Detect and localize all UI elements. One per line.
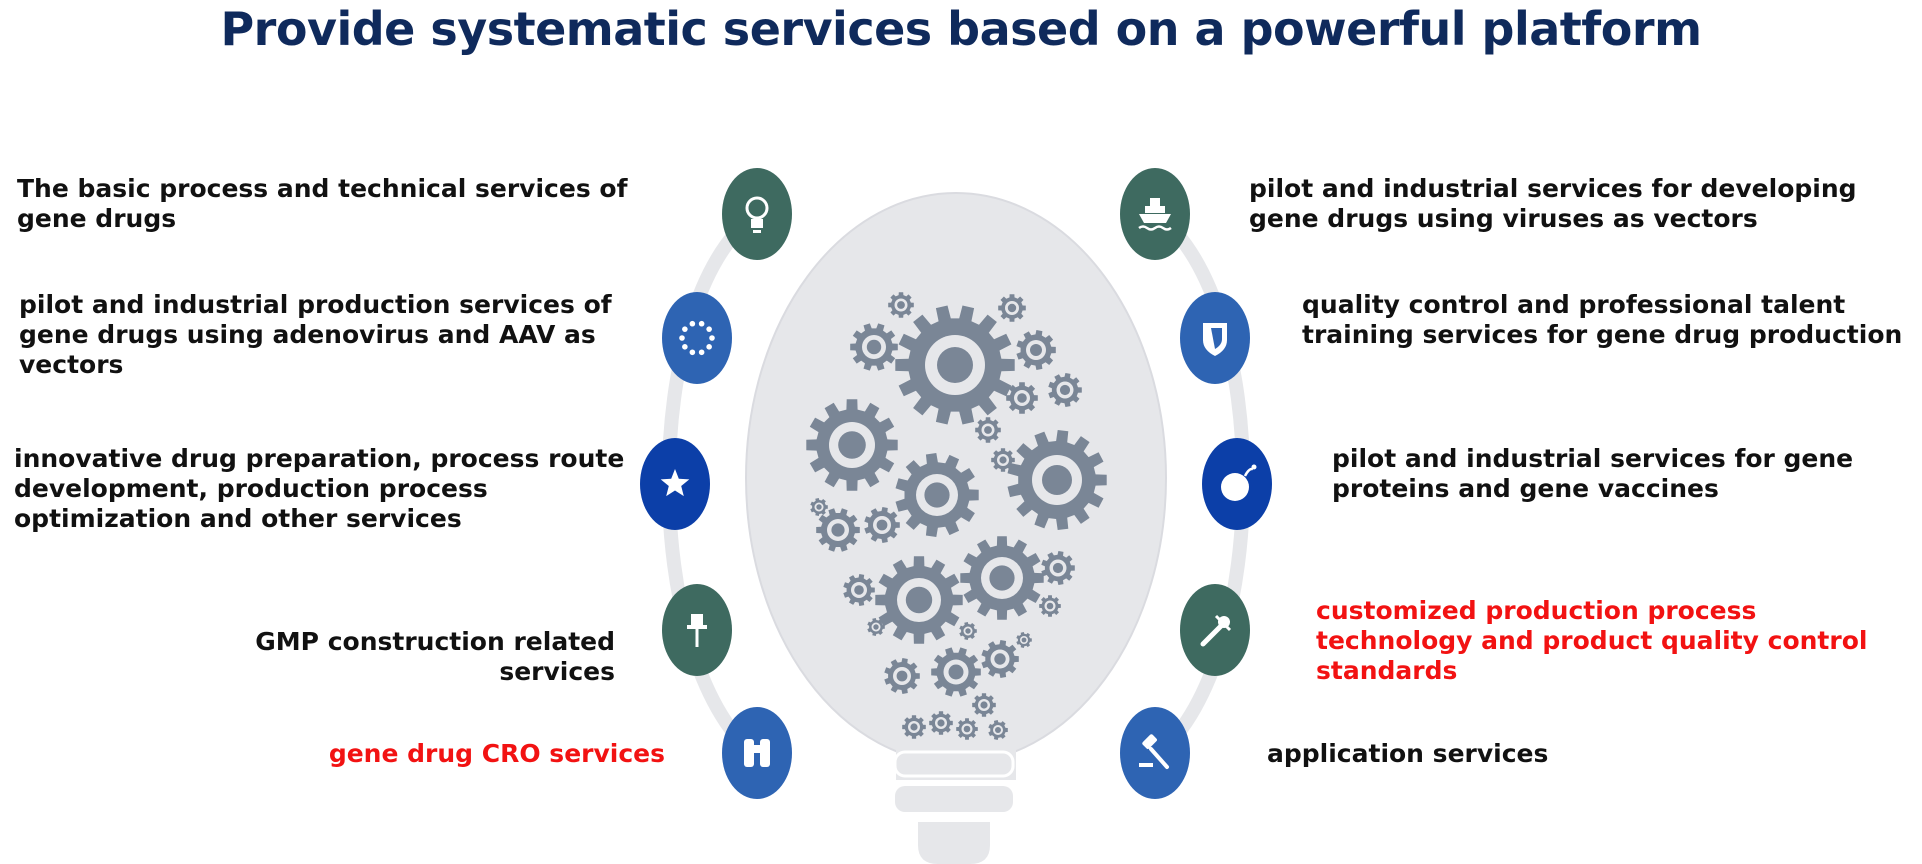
lightbulb-icon [745,196,769,233]
bomb-icon [1221,464,1257,501]
dropper-icon [1200,614,1232,647]
binoculars-icon [744,739,770,767]
gear-icon [884,658,920,694]
gear-icon [972,693,996,717]
service-label-left-2: pilot and industrial production services… [19,290,612,379]
service-node-left-4 [662,584,732,676]
gear-icon [1039,595,1061,617]
service-label-left-3: innovative drug preparation, process rou… [14,444,625,533]
service-label-right-5: application services [1267,739,1549,768]
gear-icon [1016,330,1056,370]
gavel-icon [1139,734,1169,769]
service-node-right-3 [1202,438,1272,530]
service-node-right-5 [1120,707,1190,799]
gear-icon [850,323,898,371]
service-node-left-2 [662,292,732,384]
gear-icon [975,417,1001,443]
gear-icon [875,556,963,644]
service-node-right-4 [1180,584,1250,676]
gear-icon [888,292,914,318]
gear-icon [1007,430,1107,530]
service-node-left-3 [640,438,710,530]
gear-icon [931,647,981,697]
service-label-right-2: quality control and professional talent … [1302,290,1903,349]
gear-icon [960,536,1044,620]
page-title: Provide systematic services based on a p… [220,2,1702,56]
gear-icon [864,507,900,543]
gear-icon [843,574,875,606]
dotted-circle-icon [679,320,715,356]
service-node-right-1 [1120,168,1190,260]
gear-icon [991,448,1015,472]
service-label-left-4: GMP construction related services [255,627,615,686]
service-label-right-1: pilot and industrial services for develo… [1249,174,1857,233]
ship-icon [1138,198,1172,231]
gear-icon [895,453,979,537]
gear-icon [988,720,1008,740]
service-label-right-4: customized production process technology… [1316,596,1868,685]
service-node-left-1 [722,168,792,260]
gear-icon [1041,551,1075,585]
gear-icon [810,498,828,516]
gear-icon [1048,373,1082,407]
gear-icon [895,305,1015,425]
gear-icon [956,718,978,740]
bulb-base-ring-2 [895,786,1013,812]
gear-icon [1006,382,1038,414]
service-node-left-5 [722,707,792,799]
bulb-base-ring-1 [893,750,1015,778]
gear-cluster [806,292,1107,740]
service-label-right-3: pilot and industrial services for gene p… [1332,444,1854,503]
gear-icon [959,622,977,640]
gear-icon [929,711,953,735]
gear-icon [902,715,926,739]
service-label-left-1: The basic process and technical services… [17,174,628,233]
pushpin-icon [687,614,707,647]
service-label-left-5: gene drug CRO services [328,739,665,768]
star-icon [660,469,690,497]
service-node-right-2 [1180,292,1250,384]
gear-icon [1016,632,1032,648]
gear-icon [998,294,1026,322]
gear-icon [981,640,1019,678]
gear-icon [867,618,885,636]
shield-icon [1203,323,1227,356]
bulb-tip [918,822,990,864]
gear-icon [816,508,860,552]
gear-icon [806,399,898,491]
service-nodes [640,168,1272,799]
